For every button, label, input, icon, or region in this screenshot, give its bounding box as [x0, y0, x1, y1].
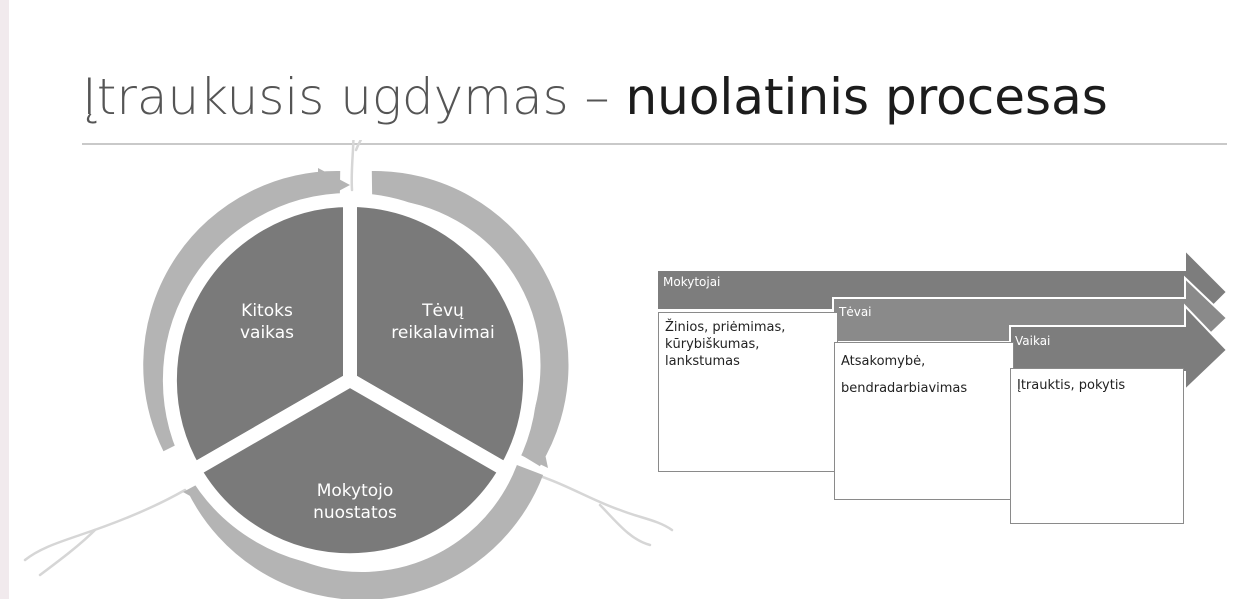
- stage-card-mokytojai: Žinios, priėmimas, kūrybiškumas, lankstu…: [658, 312, 838, 472]
- stage-label-vaikai: Vaikai: [1015, 334, 1051, 348]
- stage-card-line: bendradarbiavimas: [841, 381, 968, 396]
- cycle-ring: [143, 168, 569, 599]
- segment-line: Mokytojo: [316, 481, 394, 501]
- segment-line: reikalavimai: [391, 323, 495, 343]
- stage-card-text: Žinios, priėmimas, kūrybiškumas, lankstu…: [665, 320, 786, 369]
- segment-mokytojo-nuostatos: [184, 371, 516, 568]
- stage-card-line: Atsakomybė,: [841, 354, 926, 369]
- stage-card-text: Įtrauktis, pokytis: [1017, 378, 1126, 393]
- stage-card-tevai: Atsakomybė, bendradarbiavimas: [834, 342, 1014, 500]
- left-border-strip: [0, 0, 9, 599]
- title-part-bold: nuolatinis procesas: [625, 68, 1108, 126]
- segment-label-tevu-reikalavimai: Tėvų reikalavimai: [368, 300, 518, 344]
- stage-label-mokytojai: Mokytojai: [663, 275, 721, 289]
- segment-line: Tėvų: [422, 301, 464, 321]
- segment-line: nuostatos: [313, 503, 397, 523]
- title-divider: [82, 143, 1227, 145]
- cycle-segments: [162, 192, 538, 568]
- segment-label-kitoks-vaikas: Kitoks vaikas: [222, 300, 312, 344]
- slide-title: Įtraukusis ugdymas – nuolatinis procesas: [82, 62, 1108, 132]
- segment-label-mokytojo-nuostatos: Mokytojo nuostatos: [295, 480, 415, 524]
- stage-card-vaikai: Įtrauktis, pokytis: [1010, 368, 1184, 524]
- smoke-wisp-decoration: [23, 140, 674, 577]
- segment-line: vaikas: [239, 323, 295, 343]
- title-part-light: Įtraukusis ugdymas –: [82, 68, 610, 126]
- segment-line: Kitoks: [241, 301, 293, 321]
- stage-label-tevai: Tėvai: [839, 305, 872, 319]
- cycle-diagram: [23, 140, 674, 599]
